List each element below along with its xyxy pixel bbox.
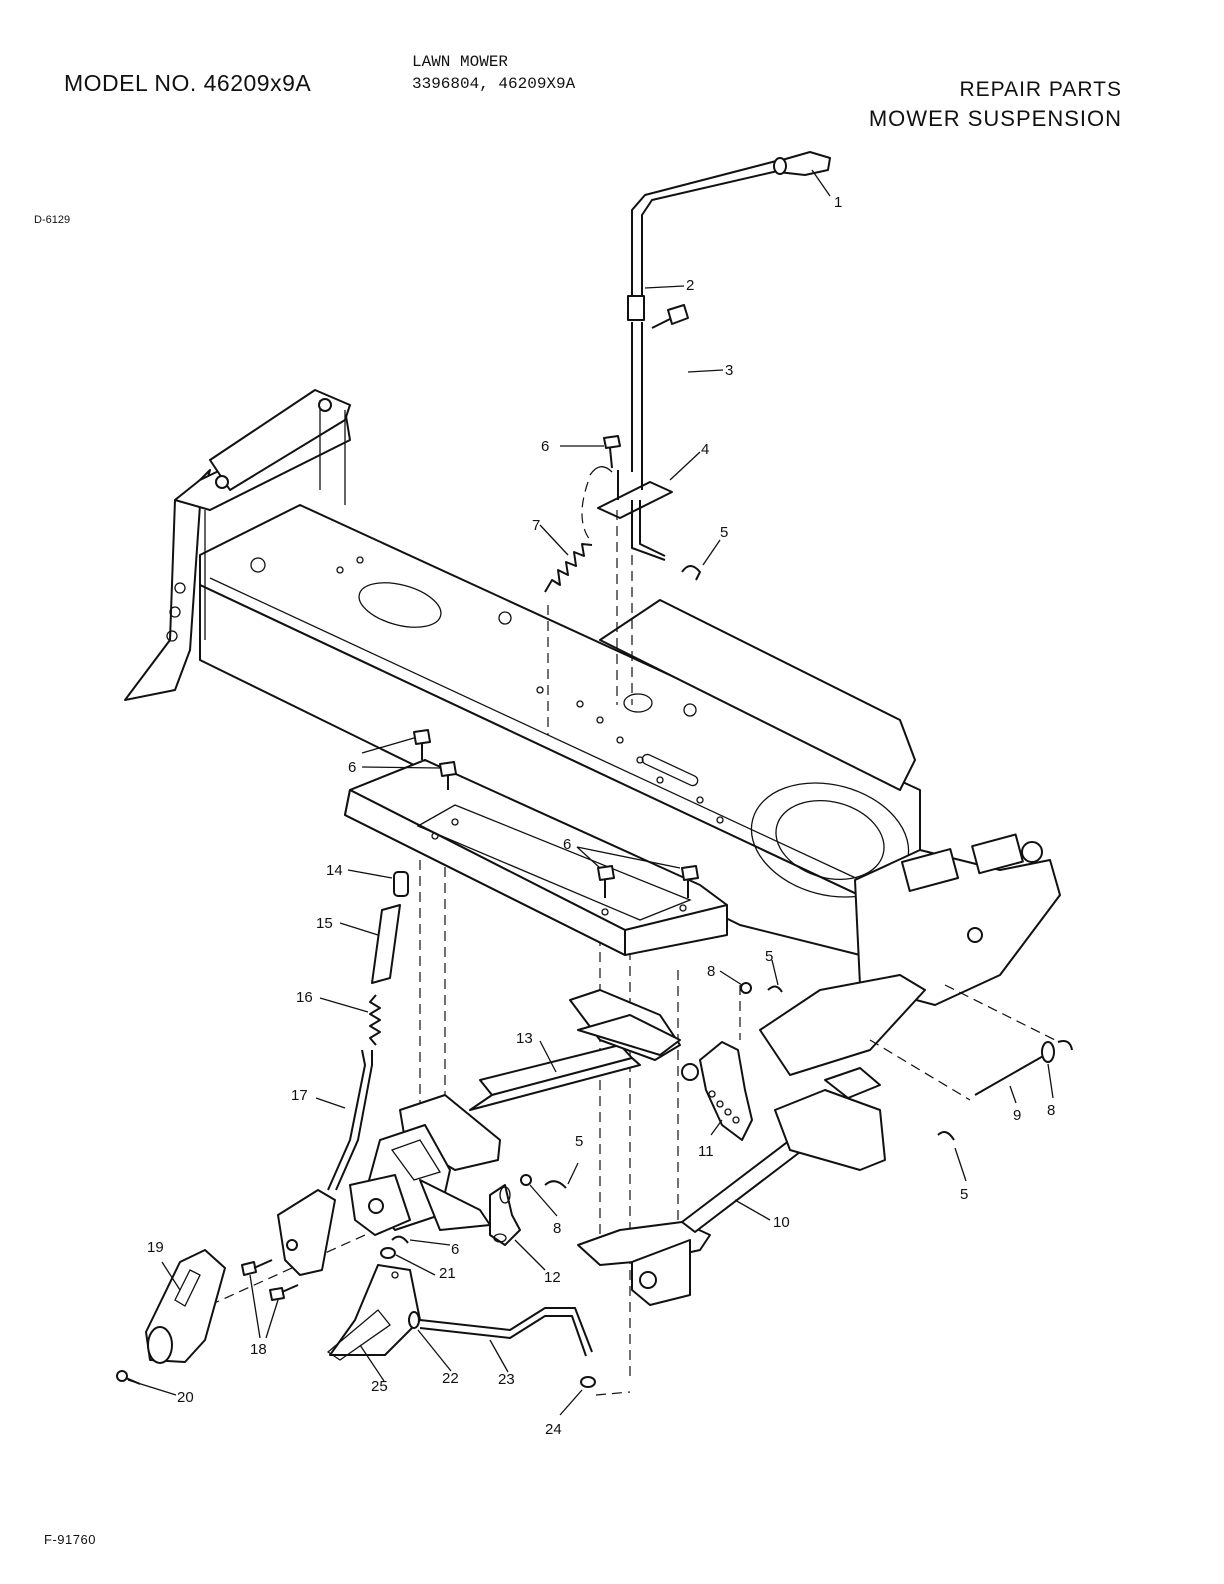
- knob-19: [145, 1249, 226, 1364]
- bolt-6-top: [603, 435, 621, 469]
- callout-18: 18: [250, 1341, 267, 1358]
- callout-5: 5: [765, 948, 773, 965]
- callout-3: 3: [725, 362, 733, 379]
- leader-lines: [127, 169, 1054, 1416]
- fitting-22: [408, 1311, 420, 1329]
- callout-12: 12: [544, 1269, 561, 1286]
- drawing-code: D-6129: [34, 214, 71, 226]
- callout-20: 20: [177, 1389, 194, 1406]
- callout-14: 14: [326, 862, 343, 879]
- callout-16: 16: [296, 989, 313, 1006]
- callout-5: 5: [575, 1133, 583, 1150]
- spring-7: [544, 543, 593, 593]
- callout-7: 7: [532, 517, 540, 534]
- left-bracket: [349, 1094, 501, 1236]
- spring-16: [369, 994, 381, 1046]
- callout-21: 21: [439, 1265, 456, 1282]
- screws-18: [241, 1259, 299, 1301]
- washer-21: [380, 1247, 396, 1259]
- page-title: MOWER SUSPENSION: [868, 106, 1122, 131]
- part-14-cap: [393, 871, 409, 897]
- figure-code: F-91760: [44, 1532, 96, 1547]
- callout-6: 6: [451, 1241, 459, 1258]
- callout-1: 1: [834, 194, 842, 211]
- product-name: LAWN MOWER: [412, 53, 509, 71]
- callout-5: 5: [960, 1186, 968, 1203]
- callout-4: 4: [701, 441, 709, 458]
- lift-handle-assembly: [581, 151, 831, 561]
- mounting-plate: [344, 759, 728, 956]
- callout-23: 23: [498, 1371, 515, 1388]
- lever-17-link: [277, 1189, 336, 1276]
- callout-5: 5: [720, 524, 728, 541]
- callout-24: 24: [545, 1421, 562, 1438]
- callout-8: 8: [553, 1220, 561, 1237]
- callout-8: 8: [1047, 1102, 1055, 1119]
- callout-11: 11: [698, 1143, 714, 1160]
- bolt-3: [651, 304, 689, 329]
- clip-5-top: [681, 565, 701, 581]
- callout-9: 9: [1013, 1107, 1021, 1124]
- callout-6: 6: [348, 759, 356, 776]
- callout-19: 19: [147, 1239, 164, 1256]
- part-15-sleeve: [371, 904, 401, 984]
- bar-13: [469, 1044, 641, 1111]
- callout-25: 25: [371, 1378, 388, 1395]
- chassis-frame: [124, 389, 1061, 1076]
- callout-10: 10: [773, 1214, 790, 1231]
- bracket-11: [699, 1041, 753, 1141]
- guide-lines: [209, 510, 1056, 1396]
- bracket-12: [489, 1184, 521, 1246]
- washer-8-small: [520, 1174, 532, 1186]
- callout-13: 13: [516, 1030, 533, 1047]
- rod-17: [327, 1049, 373, 1191]
- model-number: MODEL NO. 46209x9A: [64, 70, 312, 96]
- callout-17: 17: [291, 1087, 308, 1104]
- callout-labels: 1 2 3 6 4 7 5 6 6 14 15 16 13 8 5 17 11 …: [147, 194, 1055, 1438]
- bolt-8-9: [740, 982, 1073, 1096]
- bracket-25: [326, 1264, 421, 1361]
- axle-10: [577, 1067, 886, 1306]
- callout-15: 15: [316, 915, 333, 932]
- washer-24: [580, 1376, 596, 1388]
- callout-2: 2: [686, 277, 694, 294]
- callout-6: 6: [563, 836, 571, 853]
- rod-23: [419, 1307, 593, 1357]
- callout-6: 6: [541, 438, 549, 455]
- clips-5: [391, 985, 955, 1244]
- section-heading: REPAIR PARTS: [959, 78, 1122, 101]
- product-numbers: 3396804, 46209X9A: [412, 75, 576, 93]
- pivot-bracket: [569, 989, 699, 1081]
- callout-22: 22: [442, 1370, 459, 1387]
- bolts-6-plate: [413, 729, 699, 898]
- callout-8: 8: [707, 963, 715, 980]
